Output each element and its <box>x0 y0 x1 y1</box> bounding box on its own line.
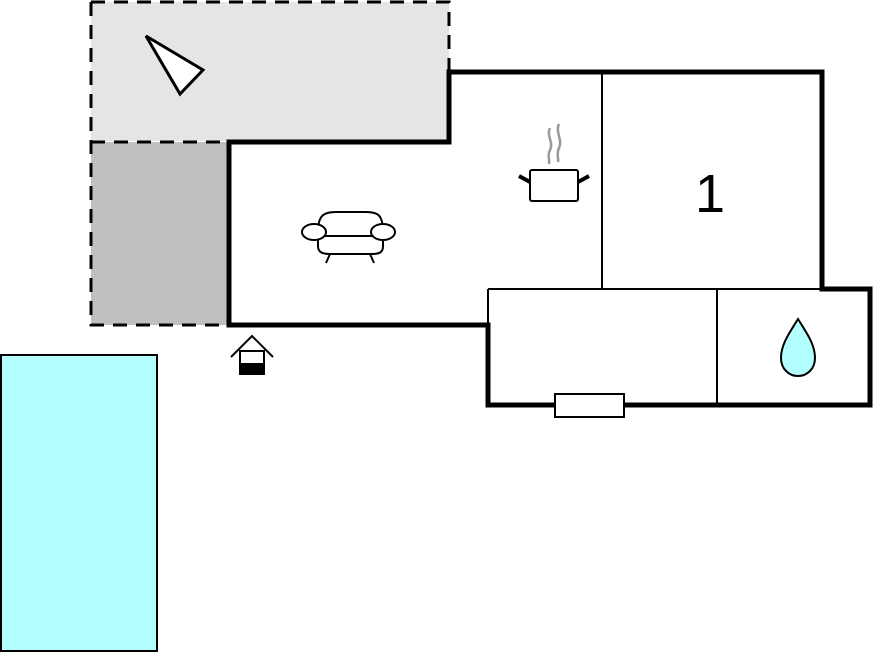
terrace-upper <box>91 2 449 141</box>
sofa-icon <box>301 211 396 264</box>
swimming-pool <box>0 354 158 652</box>
cooking-pot-icon <box>518 123 590 202</box>
terrace-lower <box>91 142 229 325</box>
bedroom-label: 1 <box>695 164 725 224</box>
water-drop-icon <box>779 317 817 378</box>
entrance-house-icon <box>230 334 274 375</box>
terrace-dashed-outline <box>89 0 451 327</box>
window-icon <box>554 393 625 418</box>
house-walls <box>226 69 873 408</box>
interior-walls <box>487 72 822 405</box>
sun-direction-triangle-icon <box>144 34 206 97</box>
